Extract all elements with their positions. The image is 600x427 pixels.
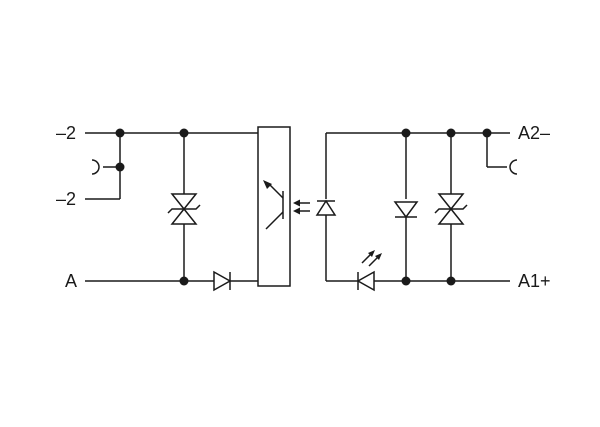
junction-dot	[482, 128, 492, 138]
terminal-label-left-top: –2	[56, 123, 76, 143]
phototransistor-arrow	[263, 180, 272, 189]
light-arrows-icon	[293, 199, 310, 215]
right-diode	[393, 201, 419, 219]
input-diode	[213, 270, 232, 292]
left-output-section	[85, 128, 258, 292]
right-tvs-diode	[434, 193, 468, 225]
junction-dot	[446, 276, 456, 286]
status-led	[356, 250, 382, 292]
opto-led	[315, 199, 337, 216]
phototransistor-emitter	[265, 211, 284, 230]
phototransistor-collector	[269, 184, 284, 199]
junction-dot	[179, 276, 189, 286]
junction-dot	[115, 128, 125, 138]
junction-dot	[115, 162, 125, 172]
optocoupler	[257, 126, 310, 287]
right-input-section	[315, 128, 518, 292]
terminal-label-a1: A1+	[518, 271, 551, 291]
bridge-contact-arc	[91, 159, 100, 175]
optocoupler-box	[257, 126, 291, 287]
right-bridge-contact-arc	[509, 159, 518, 175]
junction-dot	[401, 128, 411, 138]
junction-dot	[446, 128, 456, 138]
terminal-label-input: A	[65, 271, 77, 291]
terminal-label-left-bottom: –2	[56, 189, 76, 209]
terminal-label-a2: A2–	[518, 123, 550, 143]
left-tvs-diode	[167, 193, 201, 225]
junction-dot	[179, 128, 189, 138]
junction-dot	[401, 276, 411, 286]
